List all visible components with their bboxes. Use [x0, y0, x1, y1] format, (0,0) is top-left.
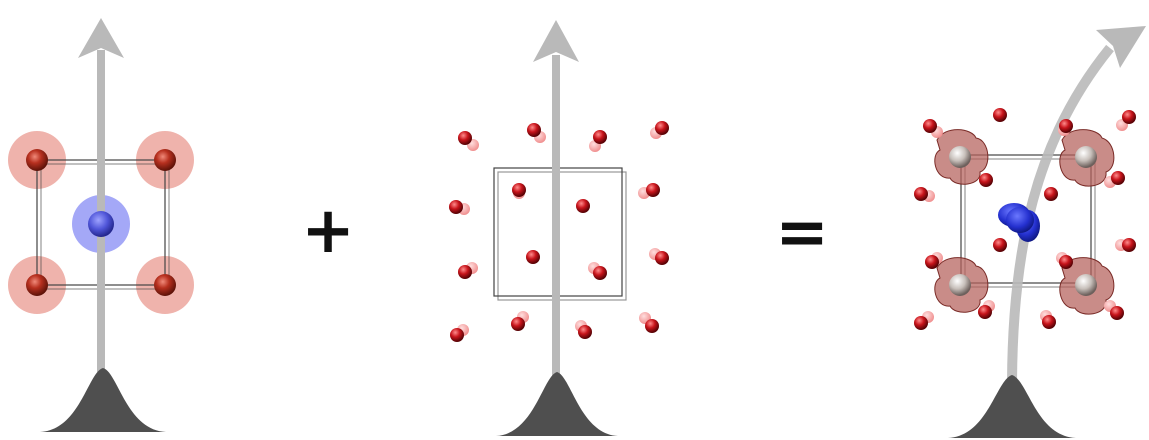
water-molecule: [650, 121, 669, 139]
lattice-atom: [1075, 146, 1097, 168]
water-molecule: [512, 183, 526, 199]
deflected-probe-arrow: [1007, 26, 1146, 389]
lattice-atom: [949, 274, 971, 296]
gaussian-pulse: [496, 372, 618, 436]
plus-operator: +: [301, 194, 355, 268]
lattice-atom: [949, 146, 971, 168]
water-molecule: [1104, 171, 1125, 188]
water-molecule: [639, 312, 659, 333]
water-molecule: [638, 183, 660, 199]
water-molecule: [1115, 238, 1136, 252]
water-molecule: [1044, 187, 1058, 201]
water-molecule: [575, 320, 592, 339]
ion-cores: [26, 149, 176, 296]
cation-sphere: [26, 149, 48, 171]
water-molecule: [993, 108, 1007, 122]
gaussian-pulse: [948, 375, 1076, 438]
water-molecule: [589, 130, 607, 152]
water-molecule: [458, 262, 478, 279]
probe-arrow: [78, 18, 124, 372]
water-molecule: [993, 238, 1007, 252]
central-density-blob: [998, 203, 1040, 242]
water-molecule: [979, 173, 993, 187]
water-molecule: [576, 199, 590, 213]
equals-operator: =: [775, 196, 829, 270]
water-molecule: [925, 252, 943, 269]
water-molecules: [914, 108, 1136, 330]
water-molecule: [1056, 252, 1073, 269]
panel-water-molecules: [449, 20, 669, 436]
water-molecule: [1116, 110, 1136, 131]
water-molecule: [1058, 119, 1073, 136]
panel-solvated-lattice: [914, 26, 1146, 438]
water-molecule: [458, 131, 479, 151]
unit-cell: [960, 154, 1096, 288]
water-molecule: [923, 119, 943, 138]
corner-atoms: [949, 146, 1097, 296]
cation-sphere: [154, 149, 176, 171]
anion-sphere: [88, 211, 114, 237]
gaussian-pulse: [40, 368, 166, 432]
water-molecule: [649, 248, 669, 265]
water-molecule: [527, 123, 546, 143]
water-molecules: [449, 121, 669, 342]
water-molecule: [914, 187, 935, 202]
water-molecule: [588, 262, 607, 280]
water-molecule: [914, 311, 934, 330]
water-molecule: [450, 324, 469, 342]
cation-sphere: [154, 274, 176, 296]
panel-ionic-lattice: [8, 18, 194, 432]
cation-sphere: [26, 274, 48, 296]
water-molecule: [511, 311, 529, 331]
water-molecule: [526, 250, 540, 264]
water-molecule: [1040, 310, 1056, 329]
water-molecule: [1104, 300, 1124, 320]
lattice-atom: [1075, 274, 1097, 296]
water-molecule: [978, 300, 995, 319]
water-molecule: [449, 200, 470, 215]
probe-arrow: [533, 20, 579, 378]
